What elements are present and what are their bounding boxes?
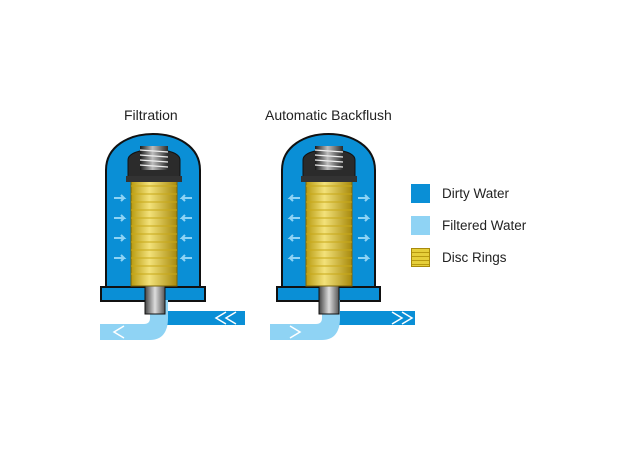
backflush-disc-lines — [306, 185, 352, 275]
filtration-stem — [144, 283, 166, 315]
filtration-disc-stack — [130, 177, 178, 287]
legend-item-dirty-water: Dirty Water — [411, 183, 509, 203]
legend-item-filtered-water: Filtered Water — [411, 215, 527, 235]
backflush-inlet-arrow — [289, 325, 302, 339]
legend-swatch-disc-rings — [411, 247, 430, 267]
filtration-inlet-arrow — [214, 311, 237, 325]
backflush-disc-stack — [305, 177, 353, 287]
filtration-spring-coils — [139, 149, 169, 168]
legend-item-disc-rings: Disc Rings — [411, 247, 507, 267]
legend-label-dirty-water: Dirty Water — [442, 185, 509, 201]
filtration-unit — [100, 133, 245, 340]
backflush-flow-arrows — [287, 194, 371, 262]
backflush-cap-ring — [301, 176, 357, 182]
panel-title-backflush: Automatic Backflush — [265, 107, 392, 123]
legend-label-filtered-water: Filtered Water — [442, 217, 527, 233]
backflush-unit — [270, 133, 415, 340]
backflush-stem — [318, 283, 340, 315]
legend-swatch-filtered-water — [411, 215, 430, 235]
legend-label-disc-rings: Disc Rings — [442, 249, 507, 265]
filtration-disc-lines — [131, 185, 177, 275]
filtration-flow-arrows — [114, 194, 192, 262]
filtration-cap-ring — [126, 176, 182, 182]
backflush-outlet-arrow — [391, 311, 414, 325]
filtration-outlet-arrow — [112, 325, 125, 339]
backflush-spring-coils — [314, 149, 344, 168]
legend-swatch-dirty-water — [411, 183, 430, 203]
panel-title-filtration: Filtration — [124, 107, 178, 123]
backflush-pipe-right — [326, 311, 415, 325]
